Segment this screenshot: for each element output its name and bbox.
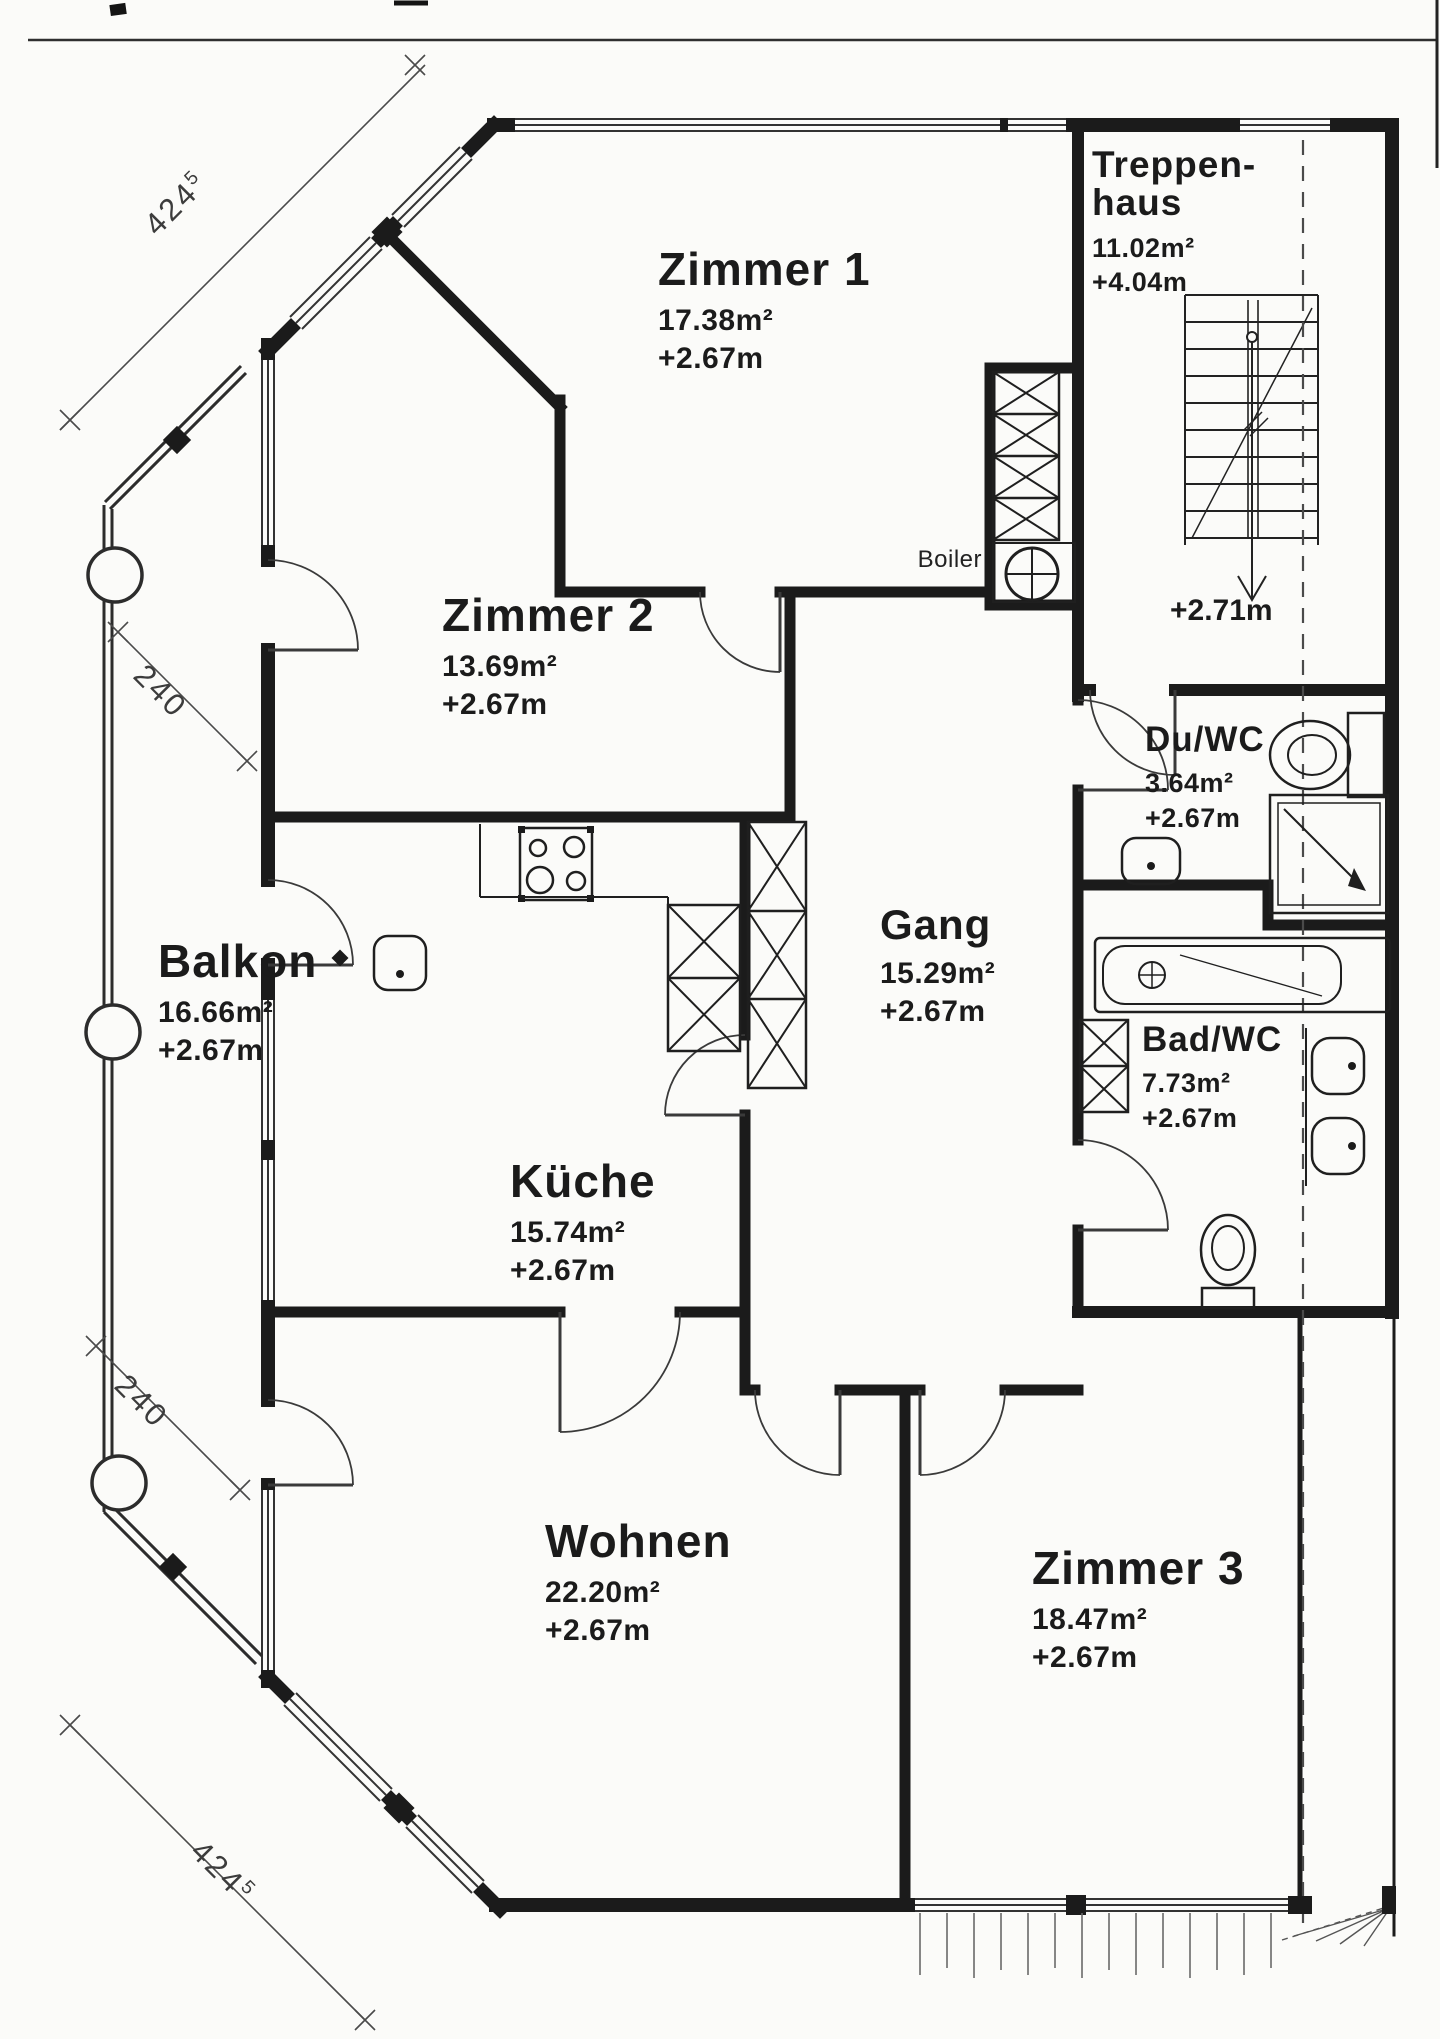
- dimension-lines: [59, 54, 426, 2031]
- window-wohnen-left: [260, 1490, 276, 1670]
- window-top-stairwell: [1240, 117, 1330, 133]
- room-label-wohnen: Wohnen 22.20m² +2.67m: [545, 1515, 732, 1649]
- stairs: [1184, 294, 1319, 602]
- room-name-line1: Treppen-: [1092, 144, 1257, 185]
- stove-icon: [518, 826, 594, 902]
- room-name: Du/WC: [1145, 720, 1265, 759]
- room-label-balkon: Balkon 16.66m² +2.67m: [158, 935, 318, 1069]
- kitchen-counter: [479, 824, 669, 905]
- room-area: 18.47m²: [1032, 1602, 1148, 1636]
- window-kueche-left-2: [260, 1160, 276, 1300]
- window-zimmer2-left: [260, 360, 276, 545]
- shaft-boiler-niche: [991, 370, 1061, 542]
- room-name: Zimmer 3: [1032, 1542, 1245, 1594]
- interior-walls: [262, 225, 1398, 1911]
- room-label-duwc: Du/WC 3.64m² +2.67m: [1145, 720, 1265, 834]
- room-name: Balkon: [158, 935, 318, 987]
- room-height: +2.67m: [1142, 1102, 1238, 1133]
- door-wohnen-gang: [754, 1389, 842, 1476]
- door-zimmer1: [699, 591, 782, 673]
- room-label-treppenhaus: Treppen- haus 11.02m² +4.04m: [1092, 144, 1257, 299]
- door-zimmer2-balcony: [267, 559, 359, 652]
- room-area: 13.69m²: [442, 649, 558, 683]
- room-area: 15.74m²: [510, 1215, 626, 1249]
- room-height: +2.67m: [442, 687, 548, 721]
- sink-icon-duwc: [1120, 836, 1182, 886]
- room-area: 15.29m²: [880, 956, 996, 990]
- bathtub-icon: [1093, 936, 1392, 1014]
- boiler-icon: [992, 542, 1076, 603]
- shaft-kueche: [666, 903, 742, 1053]
- room-height: +2.67m: [880, 994, 986, 1028]
- door-kueche-gang: [664, 1034, 746, 1117]
- boiler-label: Boiler: [917, 546, 982, 573]
- room-name: Gang: [880, 901, 992, 948]
- room-height: +2.67m: [658, 341, 764, 375]
- room-area: 17.38m²: [658, 303, 774, 337]
- fixtures: [331, 542, 1392, 1310]
- room-name: Zimmer 1: [658, 243, 871, 295]
- shower-icon: [1268, 793, 1390, 915]
- stair-direction-arrow: [1237, 331, 1267, 602]
- balcony-column: [90, 1454, 148, 1512]
- room-height: +2.67m: [158, 1033, 264, 1067]
- door-wohnen-balcony: [267, 1399, 354, 1487]
- toilet-icon-badwc: [1199, 1213, 1257, 1310]
- door-apartment-entry: [1089, 689, 1177, 776]
- door-duwc: [1077, 699, 1169, 792]
- room-area: 7.73m²: [1142, 1068, 1231, 1099]
- room-name: Zimmer 2: [442, 589, 655, 641]
- room-label-zimmer2: Zimmer 2 13.69m² +2.67m: [442, 589, 655, 723]
- room-area: 11.02m²: [1092, 232, 1195, 263]
- window-diagonal-lower: [283, 1692, 485, 1894]
- room-label-zimmer3: Zimmer 3 18.47m² +2.67m: [1032, 1542, 1245, 1676]
- door-kueche-wohnen: [558, 1311, 681, 1433]
- kitchen-sink-icon: [331, 934, 428, 992]
- room-name-line2: haus: [1092, 182, 1183, 224]
- shaft-gang: [746, 820, 808, 1090]
- door-badwc: [1077, 1139, 1169, 1232]
- dim-bottom-diagonal: [59, 1714, 376, 2031]
- room-height: +2.67m: [1145, 802, 1241, 833]
- room-area: 3.64m²: [1145, 768, 1234, 799]
- room-label-zimmer1: Zimmer 1 17.38m² +2.67m: [658, 243, 871, 377]
- balcony-column: [86, 546, 144, 604]
- room-area: 22.20m²: [545, 1575, 661, 1609]
- room-label-badwc: Bad/WC 7.73m² +2.67m: [1142, 1020, 1283, 1134]
- window-diagonal-upper: [289, 146, 473, 330]
- landing-height-label: +2.71m: [1170, 594, 1273, 627]
- shafts: [666, 370, 1130, 1114]
- room-height: +2.67m: [545, 1613, 651, 1647]
- dim-left-upper: [107, 621, 258, 772]
- room-height: +2.67m: [510, 1253, 616, 1287]
- toilet-icon-duwc: [1268, 711, 1386, 799]
- room-area: 16.66m²: [158, 995, 274, 1029]
- door-zimmer3-gang: [918, 1389, 1006, 1476]
- room-label-kueche: Küche 15.74m² +2.67m: [510, 1155, 656, 1289]
- room-label-gang: Gang 15.29m² +2.67m: [880, 903, 995, 1030]
- room-name: Wohnen: [545, 1515, 732, 1567]
- room-height: +4.04m: [1092, 267, 1188, 298]
- door-swings: [267, 559, 1177, 1487]
- window-zimmer3-bottom: [915, 1895, 1288, 1915]
- windows: [260, 117, 1330, 1915]
- room-name: Küche: [510, 1155, 656, 1207]
- shaft-badwc: [1078, 1018, 1130, 1114]
- corner-fan: [1281, 1886, 1396, 1947]
- room-name: Bad/WC: [1142, 1020, 1283, 1059]
- terrace-hatching: [919, 1913, 1272, 1978]
- room-height: +2.67m: [1032, 1640, 1138, 1674]
- dim-left-lower: [85, 1335, 251, 1501]
- balcony-column: [84, 1003, 142, 1061]
- sink-icons-badwc: [1305, 1028, 1366, 1186]
- dim-top-diagonal: [59, 54, 426, 431]
- window-top-zimmer1: [515, 117, 1066, 133]
- scan-artifacts: [28, 0, 1439, 168]
- window-kueche-left-1: [260, 1000, 276, 1140]
